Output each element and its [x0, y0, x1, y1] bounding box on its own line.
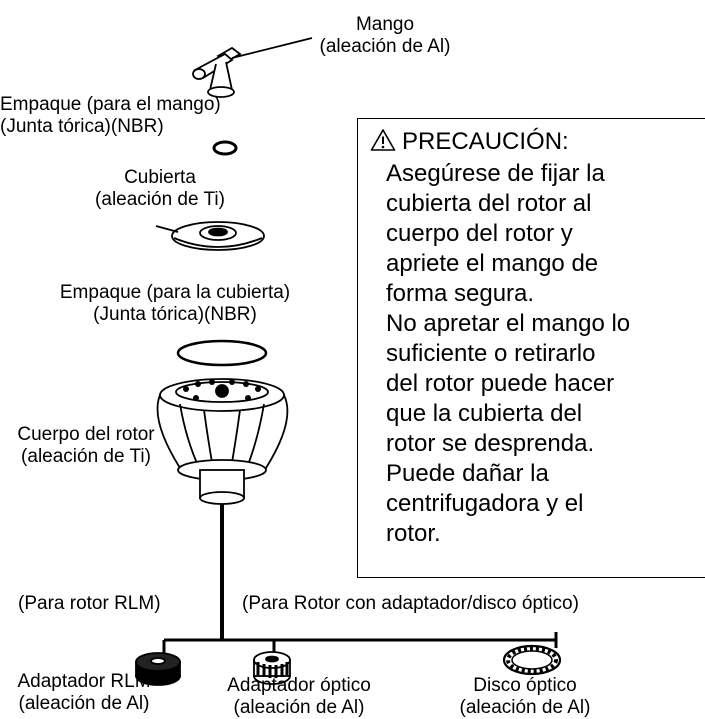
optical-adapter-label: Adaptador óptico (aleación de Al) [214, 675, 384, 719]
cover-packing-label: Empaque (para la cubierta) (Junta tórica… [40, 282, 310, 326]
cover-label-material: (aleación de Ti) [95, 189, 225, 210]
cover-label-name: Cubierta [124, 167, 196, 188]
handle-packing-label-name: Empaque (para el mango) [0, 94, 221, 115]
caution-line: forma segura. [386, 280, 535, 307]
optical-adapter-illustration [253, 651, 291, 685]
warning-triangle-icon [370, 128, 396, 152]
caution-line: cuerpo del rotor y [386, 220, 573, 247]
caution-title: PRECAUCIÓN: [370, 127, 569, 157]
caution-line: Asegúrese de fijar la [386, 160, 605, 187]
rotor-body-label: Cuerpo del rotor (aleación de Ti) [6, 424, 166, 468]
caution-line: rotor se desprenda. [386, 430, 595, 457]
handle-label-material: (aleación de Al) [319, 36, 451, 57]
handle-packing-label: Empaque (para el mango) (Junta tórica)(N… [0, 94, 230, 138]
caution-line: suficiente o retirarlo [386, 340, 596, 367]
optical-disc-label-material: (aleación de Al) [459, 697, 591, 718]
rlm-adapter-label-material: (aleación de Al) [18, 693, 150, 714]
caution-line: cubierta del rotor al [386, 190, 592, 217]
handle-label-name: Mango [355, 14, 415, 35]
handle-label: Mango (aleación de Al) [300, 14, 470, 58]
caution-line: apriete el mango de [386, 250, 599, 277]
caution-line: Puede dañar la [386, 460, 549, 487]
caution-box: PRECAUCIÓN: Asegúrese de fijar la cubier… [357, 118, 705, 578]
optical-disc-label-name: Disco óptico [473, 675, 577, 696]
optical-adapter-label-material: (aleación de Al) [233, 697, 365, 718]
optical-adapter-label-name: Adaptador óptico [227, 675, 371, 696]
for-rlm-label: (Para rotor RLM) [18, 593, 161, 614]
rlm-adapter-illustration [135, 652, 181, 686]
rotor-body-illustration [156, 378, 289, 640]
cover-illustration [155, 221, 265, 251]
handle-packing-label-material: (Junta tórica)(NBR) [0, 116, 164, 137]
optical-disc-label: Disco óptico (aleación de Al) [440, 675, 610, 719]
caution-line: rotor. [386, 520, 441, 547]
handle-illustration [192, 37, 313, 98]
caution-body: Asegúrese de fijar la cubierta del rotor… [386, 159, 705, 549]
handle-oring-illustration [212, 140, 238, 156]
cover-label: Cubierta (aleación de Ti) [60, 167, 260, 211]
rotor-body-label-name: Cuerpo del rotor [17, 424, 155, 445]
rotor-body-label-material: (aleación de Ti) [21, 446, 151, 467]
cover-packing-label-name: Empaque (para la cubierta) [59, 282, 291, 303]
rlm-adapter-label: Adaptador RLM (aleación de Al) [4, 671, 164, 715]
cover-oring-illustration [176, 339, 268, 367]
caution-title-text: PRECAUCIÓN: [402, 128, 569, 155]
caution-line: del rotor puede hacer [386, 370, 615, 397]
caution-line: centrifugadora y el [386, 490, 584, 517]
cover-packing-label-material: (Junta tórica)(NBR) [93, 304, 257, 325]
caution-line: No apretar el mango lo [386, 310, 631, 337]
rlm-adapter-label-name: Adaptador RLM [17, 671, 151, 692]
caution-line: que la cubierta del [386, 400, 583, 427]
optical-disc-illustration [502, 644, 562, 676]
for-optical-label: (Para Rotor con adaptador/disco óptico) [242, 593, 579, 614]
